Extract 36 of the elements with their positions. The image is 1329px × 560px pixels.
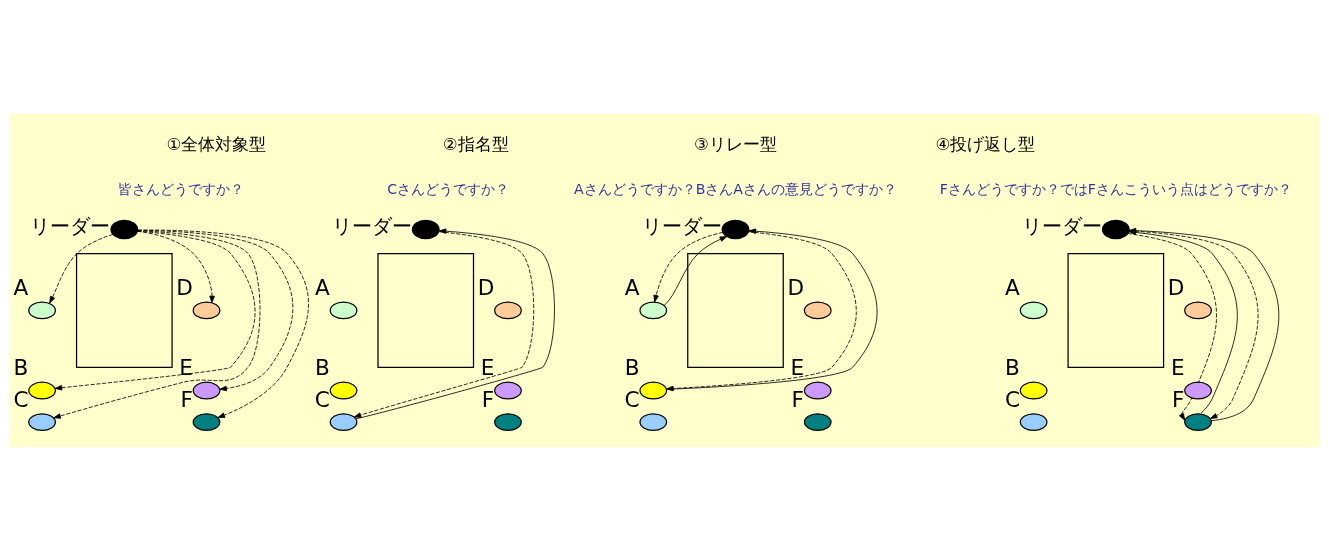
- node-label: D: [176, 274, 193, 300]
- node-label: リーダー: [30, 214, 111, 238]
- node-label: A: [13, 274, 29, 300]
- node-label: リーダー: [641, 214, 722, 238]
- node-label: D: [1167, 274, 1185, 300]
- node-label: E: [790, 354, 805, 380]
- node-label: C: [13, 386, 29, 412]
- node-label: D: [477, 274, 495, 300]
- node-label: F: [481, 386, 495, 412]
- label: Aさんどうですか？BさんAさんの意見どうですか？: [574, 180, 897, 197]
- node-label: E: [1170, 354, 1185, 380]
- node-label: E: [480, 354, 495, 380]
- label: Cさんどうですか？: [387, 180, 510, 197]
- label: ③リレー型: [694, 134, 777, 154]
- label: ②指名型: [442, 134, 509, 154]
- node-label: A: [624, 274, 640, 300]
- node-label: F: [180, 386, 193, 412]
- node-label: B: [314, 354, 330, 380]
- node-label: D: [787, 274, 805, 300]
- node-label: F: [1171, 386, 1185, 412]
- label: ④投げ返し型: [935, 134, 1036, 154]
- node-label: リーダー: [1021, 214, 1102, 238]
- label: 皆さんどうですか？: [117, 180, 244, 197]
- node-label: A: [314, 274, 330, 300]
- node-label: B: [13, 354, 29, 380]
- node-label: C: [624, 386, 640, 412]
- node-label: F: [791, 386, 804, 412]
- label: ①全体対象型: [166, 134, 267, 154]
- node-label: E: [179, 354, 193, 380]
- node-label: C: [1004, 386, 1020, 412]
- node-label: リーダー: [331, 214, 412, 238]
- node-label: C: [314, 386, 330, 412]
- label: Fさんどうですか？ではFさんこういう点はどうですか？: [939, 180, 1292, 197]
- node-label: B: [624, 354, 640, 380]
- node-label: B: [1005, 354, 1020, 380]
- node-label: A: [1005, 274, 1020, 300]
